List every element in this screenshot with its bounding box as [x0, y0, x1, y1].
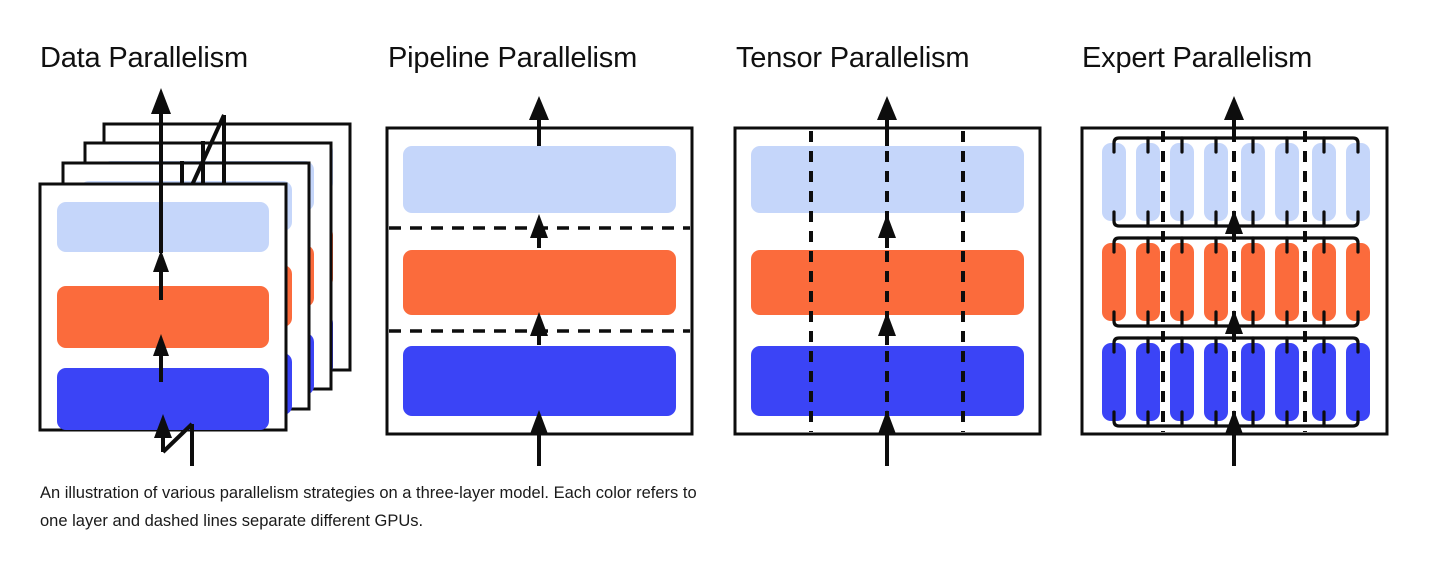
data-parallel-input — [154, 414, 194, 466]
arrow-up-icon — [878, 214, 896, 238]
panel-title-expert-parallelism: Expert Parallelism — [1082, 42, 1312, 74]
caption-line-2: one layer and dashed lines separate diff… — [40, 512, 423, 530]
expert-block — [1346, 343, 1370, 421]
expert-block — [1312, 143, 1336, 221]
expert-block — [1312, 343, 1336, 421]
panel-expert-parallelism — [1080, 96, 1389, 466]
arrow-up-icon — [1225, 210, 1243, 234]
expert-block — [1241, 143, 1265, 221]
expert-rail-top-stubs — [1146, 236, 1326, 254]
expert-flow-arrows — [1224, 96, 1244, 466]
arrow-up-icon — [154, 414, 172, 438]
expert-block — [1275, 343, 1299, 421]
pipeline-flow-arrows — [529, 96, 549, 466]
expert-block — [1170, 343, 1194, 421]
panel-title-pipeline-parallelism: Pipeline Parallelism — [388, 42, 637, 74]
arrow-up-icon — [878, 410, 896, 434]
arrow-up-icon — [530, 410, 548, 434]
expert-rail-bottom-stubs — [1146, 410, 1326, 428]
panel-title-data-parallelism: Data Parallelism — [40, 42, 248, 74]
expert-row-layer-2 — [1102, 236, 1370, 328]
expert-rail-bottom-stubs — [1146, 210, 1326, 228]
expert-block — [1102, 243, 1126, 321]
expert-block — [1241, 243, 1265, 321]
expert-block — [1346, 243, 1370, 321]
expert-block — [1136, 343, 1160, 421]
data-parallel-output-arrow — [151, 88, 171, 253]
expert-row-layer-1 — [1102, 336, 1370, 428]
replica-1-internal-arrows — [153, 250, 169, 382]
arrow-up-icon — [153, 250, 169, 272]
arrow-up-icon — [529, 96, 549, 120]
replica-card-1 — [38, 182, 288, 432]
expert-block — [1346, 143, 1370, 221]
expert-rail-top-stubs — [1146, 336, 1326, 354]
expert-rail-bottom-stubs — [1146, 310, 1326, 328]
expert-block — [1241, 343, 1265, 421]
arrow-up-icon — [878, 312, 896, 336]
tensor-flow-arrows — [877, 96, 897, 466]
expert-block — [1136, 143, 1160, 221]
expert-block — [1102, 143, 1126, 221]
arrow-up-icon — [1225, 410, 1243, 434]
panel-tensor-parallelism — [733, 96, 1042, 466]
panel-data-parallelism — [38, 88, 352, 466]
expert-rail-top-stubs — [1146, 136, 1326, 154]
caption-line-1: An illustration of various parallelism s… — [40, 484, 697, 502]
panel-pipeline-parallelism — [385, 96, 694, 466]
expert-block — [1170, 243, 1194, 321]
pipeline-layer-2 — [403, 250, 676, 315]
pipeline-layer-1 — [403, 346, 676, 416]
arrow-up-icon — [151, 88, 171, 114]
expert-block — [1204, 243, 1228, 321]
arrow-up-icon — [877, 96, 897, 120]
expert-block — [1204, 143, 1228, 221]
replica-1-layer-2 — [57, 286, 269, 348]
expert-block — [1136, 243, 1160, 321]
arrow-up-icon — [530, 312, 548, 336]
expert-block — [1102, 343, 1126, 421]
expert-block — [1204, 343, 1228, 421]
arrow-up-icon — [153, 334, 169, 356]
pipeline-layer-3 — [403, 146, 676, 213]
expert-block — [1170, 143, 1194, 221]
replica-1-layer-1 — [57, 368, 269, 430]
arrow-up-icon — [530, 214, 548, 238]
tensor-layer-2 — [751, 250, 1024, 315]
expert-block — [1275, 143, 1299, 221]
expert-block — [1275, 243, 1299, 321]
expert-block — [1312, 243, 1336, 321]
panel-title-tensor-parallelism: Tensor Parallelism — [736, 42, 969, 74]
arrow-up-icon — [1225, 310, 1243, 334]
arrow-up-icon — [1224, 96, 1244, 120]
